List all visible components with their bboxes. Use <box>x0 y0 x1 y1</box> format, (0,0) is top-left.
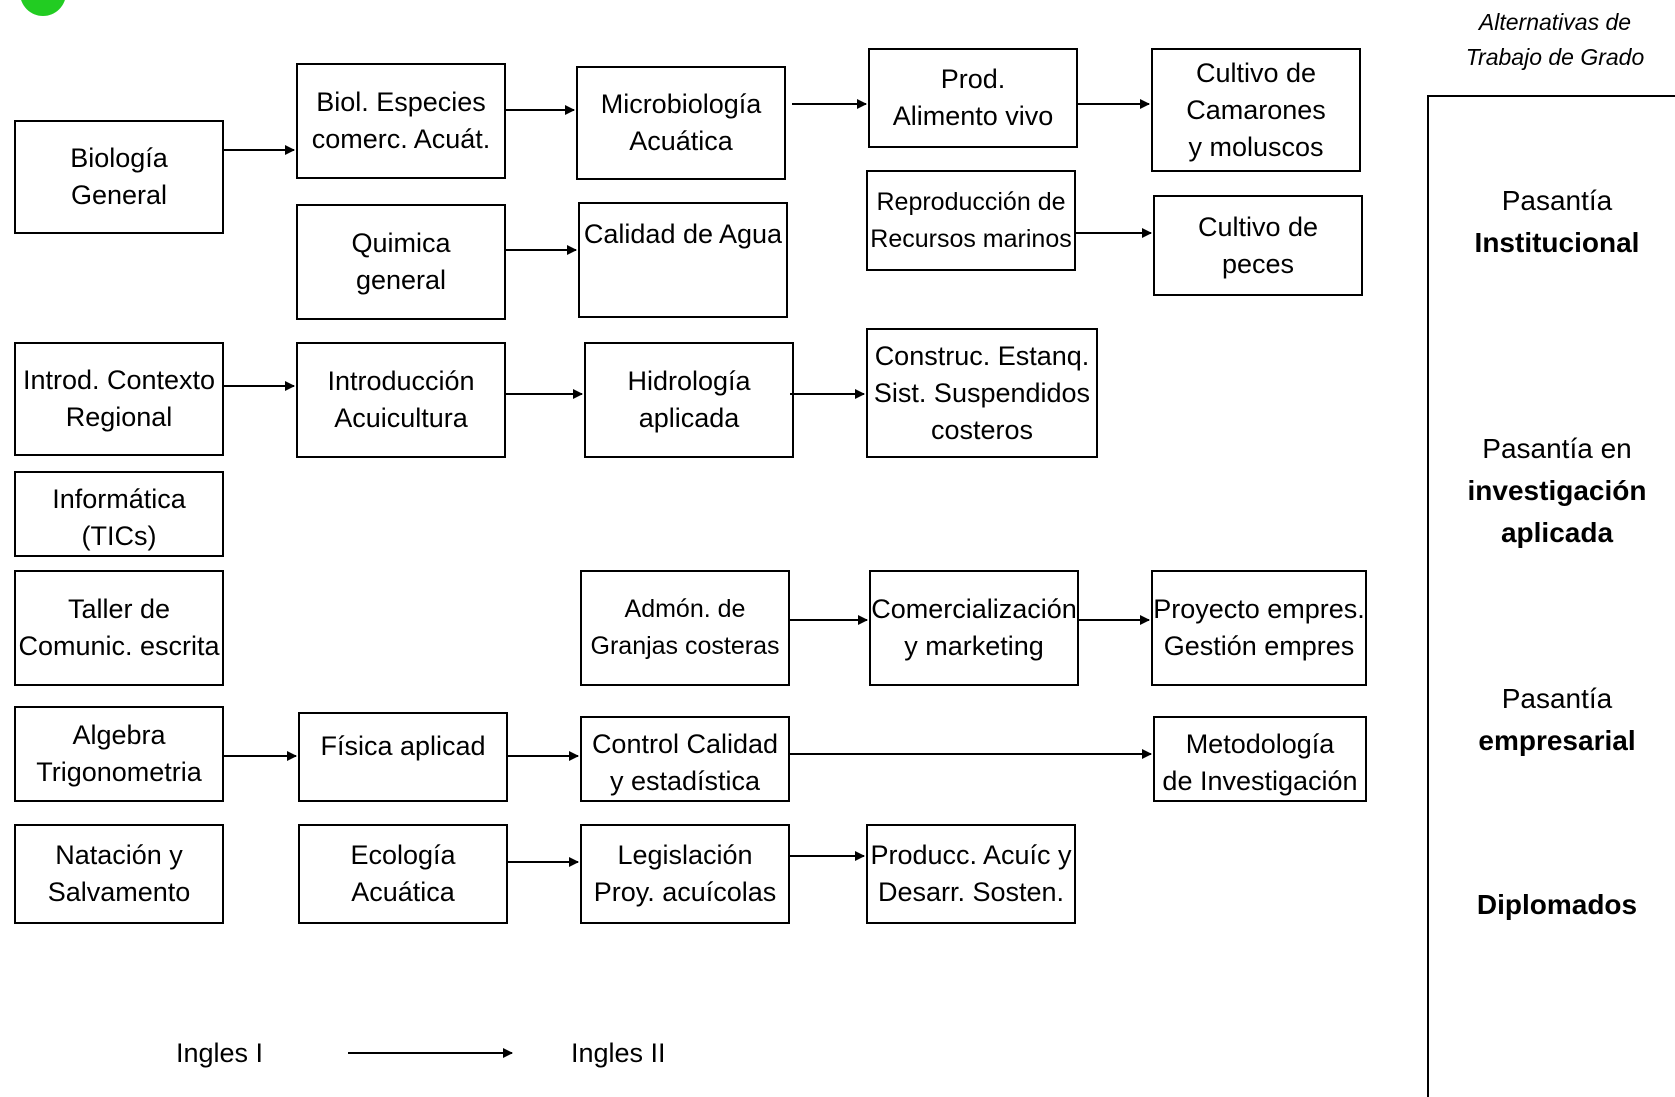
course-control-calidad: Control Calidad y estadística <box>580 716 790 802</box>
course-hidrologia-line-1: Hidrología <box>627 366 751 396</box>
course-biologia-general-line-1: Biología <box>70 143 168 173</box>
alternative-pasantia-empresarial-line-2: empresarial <box>1478 725 1636 756</box>
alternatives-title-line-2: Trabajo de Grado <box>1465 44 1645 70</box>
course-construc-estanq: Construc. Estanq. Sist. Suspendidos coster… <box>866 328 1098 458</box>
alternative-diplomados-line-1: Diplomados <box>1476 889 1638 920</box>
course-comercializacion-line-2: y marketing <box>904 631 1044 661</box>
course-cultivo-camarones: Cultivo de Camarones y moluscos <box>1151 48 1361 172</box>
course-producc-acuic-line-1: Producc. Acuíc y <box>870 840 1072 870</box>
course-introd-contexto-line-1: Introd. Contexto <box>22 365 216 395</box>
course-algebra-line-2: Trigonometria <box>36 757 202 787</box>
course-taller-comunic-line-2: Comunic. escrita <box>18 631 220 661</box>
course-prod-alimento-line-2: Alimento vivo <box>892 101 1054 131</box>
course-quimica-general-line-2: general <box>355 265 447 295</box>
course-cultivo-camarones-line-2: Camarones <box>1186 94 1326 125</box>
course-calidad-agua: Calidad de Agua <box>578 202 788 318</box>
course-producc-acuic-line-2: Desarr. Sosten. <box>877 877 1065 907</box>
course-taller-comunic: Taller de Comunic. escrita <box>14 570 224 686</box>
course-proyecto-empres: Proyecto empres. Gestión empres <box>1151 570 1367 686</box>
course-prod-alimento: Prod. Alimento vivo <box>868 48 1078 148</box>
course-calidad-agua-line-1: Calidad de Agua <box>583 219 783 249</box>
course-introduccion-acuicultura-line-1: Introducción <box>327 366 475 396</box>
course-introduccion-acuicultura-line-2: Acuicultura <box>334 403 468 433</box>
alternative-pasantia-empresarial-line-1: Pasantía <box>1501 683 1613 714</box>
alternative-pasantia-empresarial: Pasantía empresarial <box>1447 678 1667 762</box>
course-reproduccion-line-1: Reproducción de <box>876 187 1066 216</box>
course-control-calidad-line-1: Control Calidad <box>591 729 779 759</box>
course-taller-comunic-line-1: Taller de <box>67 594 171 624</box>
course-ecologia-line-1: Ecología <box>350 840 456 870</box>
course-biol-especies: Biol. Especies comerc. Acuát. <box>296 63 506 179</box>
course-cultivo-peces-line-1: Cultivo de <box>1197 211 1319 242</box>
course-reproduccion-line-2: Recursos marinos <box>870 224 1072 253</box>
logo-icon <box>20 0 66 16</box>
course-informatica-line-1: Informática <box>52 484 186 514</box>
course-reproduccion: Reproducción de Recursos marinos <box>866 170 1076 271</box>
course-ingles-1: Ingles I <box>176 1038 264 1068</box>
course-biol-especies-line-2: comerc. Acuát. <box>311 124 491 154</box>
course-producc-acuic: Producc. Acuíc y Desarr. Sosten. <box>866 824 1076 924</box>
course-cultivo-peces: Cultivo de peces <box>1153 195 1363 296</box>
alternative-pasantia-investigacion-line-2: investigación <box>1467 475 1647 506</box>
course-hidrologia-line-2: aplicada <box>638 403 740 433</box>
course-admon-granjas-line-2: Granjas costeras <box>590 632 780 660</box>
course-legislacion-line-1: Legislación <box>617 840 753 870</box>
course-natacion-line-2: Salvamento <box>47 877 191 907</box>
course-microbiologia-line-1: Microbiología <box>600 89 762 119</box>
course-informatica: Informática (TICs) <box>14 471 224 557</box>
course-admon-granjas-line-1: Admón. de <box>624 595 746 623</box>
course-microbiologia-line-2: Acuática <box>629 126 733 156</box>
course-ingles-2: Ingles II <box>571 1038 666 1068</box>
course-fisica: Física aplicad <box>298 712 508 802</box>
course-cultivo-peces-line-2: peces <box>1221 248 1295 279</box>
course-introd-contexto-line-2: Regional <box>65 402 173 432</box>
alternative-pasantia-institucional-line-2: Institucional <box>1474 227 1640 258</box>
course-natacion: Natación y Salvamento <box>14 824 224 924</box>
course-informatica-line-2: (TICs) <box>81 521 157 551</box>
course-metodologia-line-1: Metodología <box>1185 729 1335 759</box>
course-prod-alimento-line-1: Prod. <box>940 64 1006 94</box>
course-control-calidad-line-2: y estadística <box>609 766 761 796</box>
alternatives-title-line-1: Alternativas de <box>1478 9 1632 35</box>
course-construc-estanq-line-1: Construc. Estanq. <box>874 340 1090 371</box>
alternative-pasantia-investigacion-line-1: Pasantía en <box>1482 433 1632 464</box>
alternative-diplomados: Diplomados <box>1447 884 1667 926</box>
course-proyecto-empres-line-1: Proyecto empres. <box>1153 594 1365 624</box>
alternative-pasantia-investigacion: Pasantía en investigación aplicada <box>1447 428 1667 554</box>
course-legislacion-line-2: Proy. acuícolas <box>593 877 777 907</box>
alternatives-title: Alternativas de Trabajo de Grado <box>1430 5 1675 75</box>
course-comercializacion-line-1: Comercialización <box>871 594 1077 624</box>
course-algebra-line-1: Algebra <box>72 720 166 750</box>
alternatives-frame <box>1427 95 1675 1097</box>
course-metodologia-line-2: de Investigación <box>1162 766 1358 796</box>
course-quimica-general: Quimica general <box>296 204 506 320</box>
course-construc-estanq-line-2: Sist. Suspendidos <box>873 377 1091 408</box>
course-ecologia-line-2: Acuática <box>351 877 455 907</box>
course-proyecto-empres-line-2: Gestión empres <box>1163 631 1355 661</box>
course-quimica-general-line-1: Quimica <box>351 228 451 258</box>
course-metodologia: Metodología de Investigación <box>1153 716 1367 802</box>
alternative-pasantia-investigacion-line-3: aplicada <box>1500 517 1614 548</box>
course-biologia-general-line-2: General <box>70 180 168 210</box>
course-admon-granjas: Admón. de Granjas costeras <box>580 570 790 686</box>
course-cultivo-camarones-line-1: Cultivo de <box>1195 57 1317 88</box>
alternative-pasantia-institucional-line-1: Pasantía <box>1501 185 1613 216</box>
course-construc-estanq-line-3: costeros <box>930 414 1034 445</box>
course-comercializacion: Comercialización y marketing <box>869 570 1079 686</box>
course-cultivo-camarones-line-3: y moluscos <box>1188 131 1324 162</box>
course-biol-especies-line-1: Biol. Especies <box>316 87 486 117</box>
course-natacion-line-1: Natación y <box>55 840 183 870</box>
course-hidrologia: Hidrología aplicada <box>584 342 794 458</box>
course-fisica-line-1: Física aplicad <box>320 731 486 761</box>
